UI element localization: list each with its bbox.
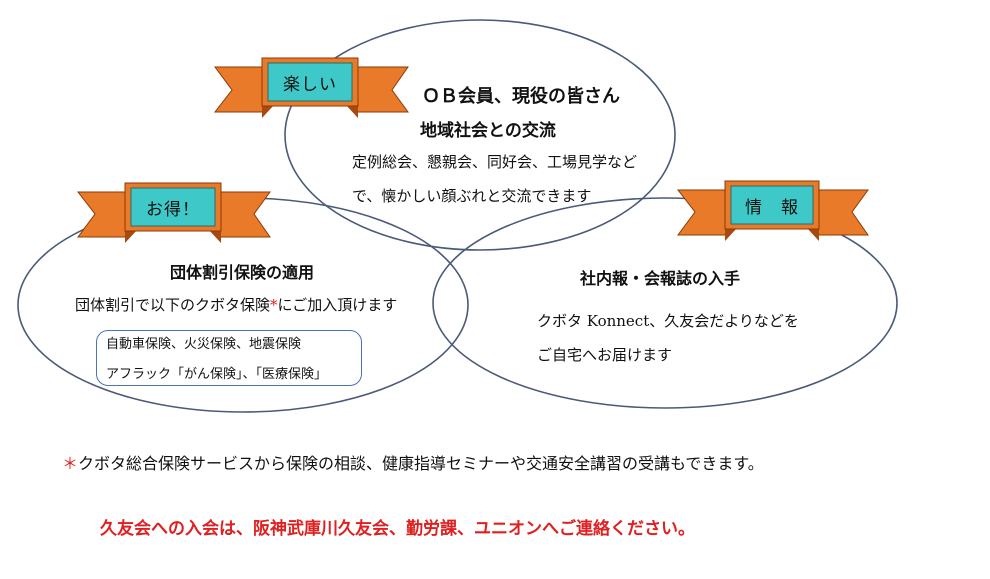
- ribbon-benefit-label: お得！: [146, 199, 200, 220]
- footnote: ＊クボタ総合保険サービスから保険の相談、健康指導セミナーや交通安全講習の受講もで…: [62, 450, 764, 474]
- left-line-main-text: 団体割引で以下のクボタ保険: [75, 296, 271, 314]
- left-line-tail: にご加入頂けます: [277, 296, 398, 314]
- top-line-2: で、懐かしい顔ぶれと交流できます: [352, 187, 592, 205]
- contact-note: 久友会への入会は、阪神武庫川久友会、勤労課、ユニオンへご連絡ください。: [100, 519, 695, 539]
- footnote-text: クボタ総合保険サービスから保険の相談、健康指導セミナーや交通安全講習の受講もでき…: [78, 454, 764, 473]
- left-title: 団体割引保険の適用: [169, 263, 315, 282]
- ellipse-right: [432, 197, 898, 409]
- right-title: 社内報・会報誌の入手: [580, 269, 741, 288]
- insurance-list-bracket: [96, 330, 362, 386]
- ribbon-fun-label: 楽しい: [283, 74, 337, 95]
- ribbon-info: [676, 180, 869, 241]
- insurance-item-2: アフラック「がん保険」、「医療保険」: [106, 367, 328, 382]
- ribbon-info-label: 情 報: [745, 197, 799, 218]
- right-line-1: クボタ Konnect、久友会だよりなどを: [537, 312, 799, 330]
- left-line-main: 団体割引で以下のクボタ保険*にご加入頂けます: [75, 294, 397, 315]
- right-line-2: ご自宅へお届けます: [537, 346, 673, 364]
- top-title-1: ＯＢ会員、現役の皆さん: [422, 86, 620, 107]
- asterisk-mark: *: [270, 296, 278, 314]
- top-line-1: 定例総会、懇親会、同好会、工場見学など: [352, 153, 638, 171]
- ribbon-benefit: [76, 182, 271, 243]
- ellipse-top: [284, 19, 676, 251]
- top-title-2: 地域社会との交流: [420, 121, 556, 141]
- insurance-item-1: 自動車保険、火災保険、地震保険: [106, 337, 302, 352]
- ribbon-fun: [213, 57, 409, 118]
- footnote-mark: ＊: [62, 454, 79, 473]
